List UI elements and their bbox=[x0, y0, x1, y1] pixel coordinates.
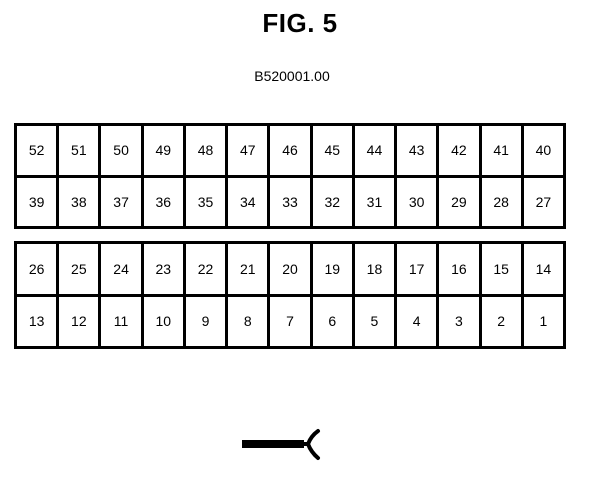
pin-cell: 46 bbox=[270, 126, 310, 175]
pin-cell: 40 bbox=[523, 126, 563, 175]
pin-cell: 33 bbox=[270, 177, 310, 226]
pin-cell: 17 bbox=[397, 244, 437, 294]
pin-cell: 43 bbox=[397, 126, 437, 175]
pin-cell: 32 bbox=[312, 177, 352, 226]
pin-cell: 1 bbox=[523, 296, 563, 346]
pin-cell: 24 bbox=[101, 244, 141, 294]
pin-cell: 8 bbox=[228, 296, 268, 346]
pin-cell: 11 bbox=[101, 296, 141, 346]
pin-cell: 45 bbox=[312, 126, 352, 175]
pin-cell: 50 bbox=[101, 126, 141, 175]
pin-cell: 39 bbox=[17, 177, 57, 226]
pin-cell: 30 bbox=[397, 177, 437, 226]
pin-cell: 4 bbox=[397, 296, 437, 346]
pin-cell: 13 bbox=[17, 296, 57, 346]
pin-cell: 51 bbox=[59, 126, 99, 175]
pin-cell: 12 bbox=[59, 296, 99, 346]
pin-cell: 3 bbox=[439, 296, 479, 346]
pin-cell: 42 bbox=[439, 126, 479, 175]
pin-cell: 41 bbox=[481, 126, 521, 175]
pin-cell: 10 bbox=[143, 296, 183, 346]
pin-cell: 49 bbox=[143, 126, 183, 175]
pin-cell: 36 bbox=[143, 177, 183, 226]
pin-cell: 15 bbox=[481, 244, 521, 294]
pin-cell: 29 bbox=[439, 177, 479, 226]
pin-cell: 25 bbox=[59, 244, 99, 294]
pin-cell: 7 bbox=[270, 296, 310, 346]
pin-cell: 48 bbox=[185, 126, 226, 175]
pin-cell: 37 bbox=[101, 177, 141, 226]
pin-cell: 9 bbox=[185, 296, 226, 346]
pin-cell: 44 bbox=[354, 126, 395, 175]
pin-cell: 52 bbox=[17, 126, 57, 175]
pin-cell: 26 bbox=[17, 244, 57, 294]
pin-cell: 5 bbox=[354, 296, 395, 346]
pin-cell: 21 bbox=[228, 244, 268, 294]
pin-cell: 47 bbox=[228, 126, 268, 175]
pin-cell: 2 bbox=[481, 296, 521, 346]
pin-cell: 16 bbox=[439, 244, 479, 294]
pin-cell: 38 bbox=[59, 177, 99, 226]
pin-cell: 31 bbox=[354, 177, 395, 226]
figure-code: B520001.00 bbox=[254, 68, 330, 84]
pin-cell: 18 bbox=[354, 244, 395, 294]
pin-cell: 23 bbox=[143, 244, 183, 294]
pin-cell: 14 bbox=[523, 244, 563, 294]
pin-cell: 28 bbox=[481, 177, 521, 226]
pin-cell: 35 bbox=[185, 177, 226, 226]
pin-cell: 34 bbox=[228, 177, 268, 226]
figure-title: FIG. 5 bbox=[262, 8, 338, 38]
pin-cell: 27 bbox=[523, 177, 563, 226]
pin-cell: 19 bbox=[312, 244, 352, 294]
pin-cell: 22 bbox=[185, 244, 226, 294]
pin-cell: 20 bbox=[270, 244, 310, 294]
pin-cell: 6 bbox=[312, 296, 352, 346]
connector-key-icon bbox=[242, 429, 320, 460]
